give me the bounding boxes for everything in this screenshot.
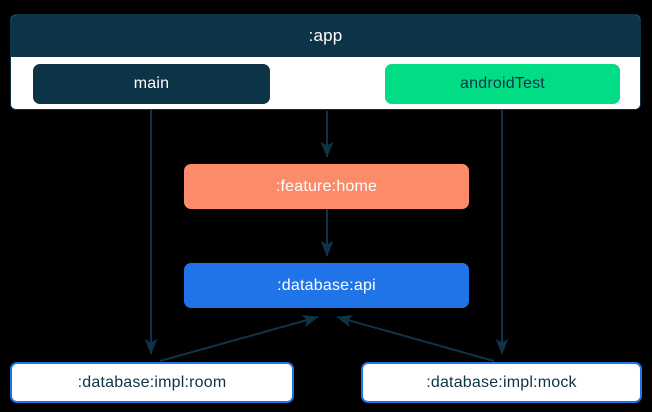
node-source-set-main-label: main: [133, 75, 170, 92]
node-database-impl-room-label: :database:impl:room: [77, 373, 227, 391]
node-source-set-main[interactable]: main: [33, 64, 270, 104]
node-database-api[interactable]: :database:api: [184, 263, 469, 308]
edge-impl-mock-to-database-api: [336, 314, 495, 362]
node-source-set-androidtest-label: androidTest: [460, 75, 545, 92]
cluster-app-title: :app: [11, 15, 640, 57]
node-database-impl-mock-label: :database:impl:mock: [426, 373, 577, 391]
cluster-app-body: main androidTest: [11, 57, 640, 109]
node-database-impl-mock[interactable]: :database:impl:mock: [361, 362, 642, 403]
edge-impl-room-to-database-api: [159, 314, 319, 362]
node-feature-home[interactable]: :feature:home: [184, 164, 469, 209]
node-source-set-androidtest[interactable]: androidTest: [385, 64, 620, 104]
node-database-api-label: :database:api: [277, 276, 376, 294]
node-database-impl-room[interactable]: :database:impl:room: [10, 362, 294, 403]
node-feature-home-label: :feature:home: [275, 177, 378, 195]
cluster-app[interactable]: :app main androidTest: [10, 14, 641, 110]
